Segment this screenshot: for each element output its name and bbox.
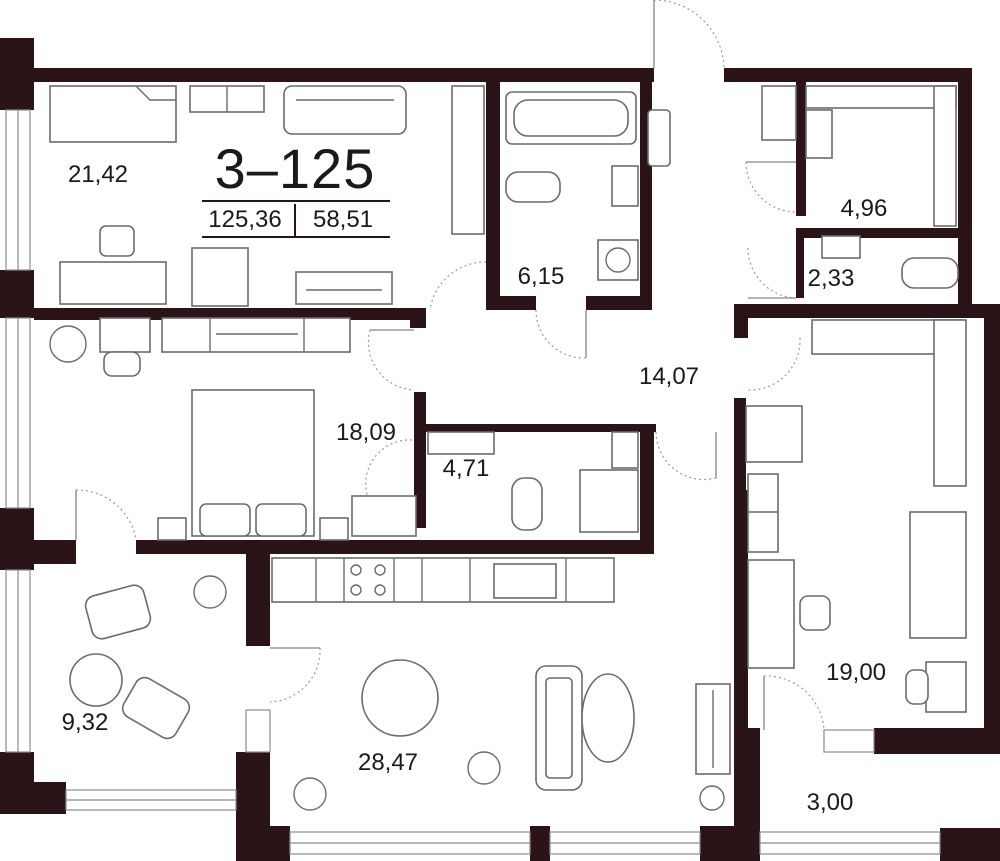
room-area-hallway: 14,07 bbox=[639, 363, 699, 390]
room-area-bedroom-1: 21,42 bbox=[68, 161, 128, 188]
title-bottom-rule bbox=[202, 236, 390, 238]
living-area: 58,51 bbox=[312, 206, 374, 233]
room-area-bathroom-2: 4,71 bbox=[443, 455, 490, 482]
total-area: 125,36 bbox=[208, 206, 282, 233]
windows bbox=[5, 109, 941, 855]
area-labels: 21,42 6,15 4,96 2,33 14,07 18,09 4,71 19… bbox=[62, 161, 888, 816]
room-area-loggia: 9,32 bbox=[62, 709, 109, 736]
room-area-bedroom-3: 19,00 bbox=[826, 659, 886, 686]
furniture bbox=[49, 85, 967, 811]
room-area-kitchen-living: 28,47 bbox=[358, 749, 418, 776]
room-area-bedroom-2: 18,09 bbox=[336, 419, 396, 446]
room-area-toilet: 2,33 bbox=[808, 265, 855, 292]
room-area-balcony: 3,00 bbox=[807, 789, 854, 816]
apartment-code: 3–125 bbox=[214, 137, 376, 200]
title-divider bbox=[294, 204, 296, 236]
walls bbox=[0, 38, 1000, 861]
doors bbox=[75, 0, 825, 731]
room-area-wardrobe: 4,96 bbox=[841, 195, 888, 222]
room-area-bathroom-1: 6,15 bbox=[518, 263, 565, 290]
title-underline bbox=[202, 200, 390, 202]
